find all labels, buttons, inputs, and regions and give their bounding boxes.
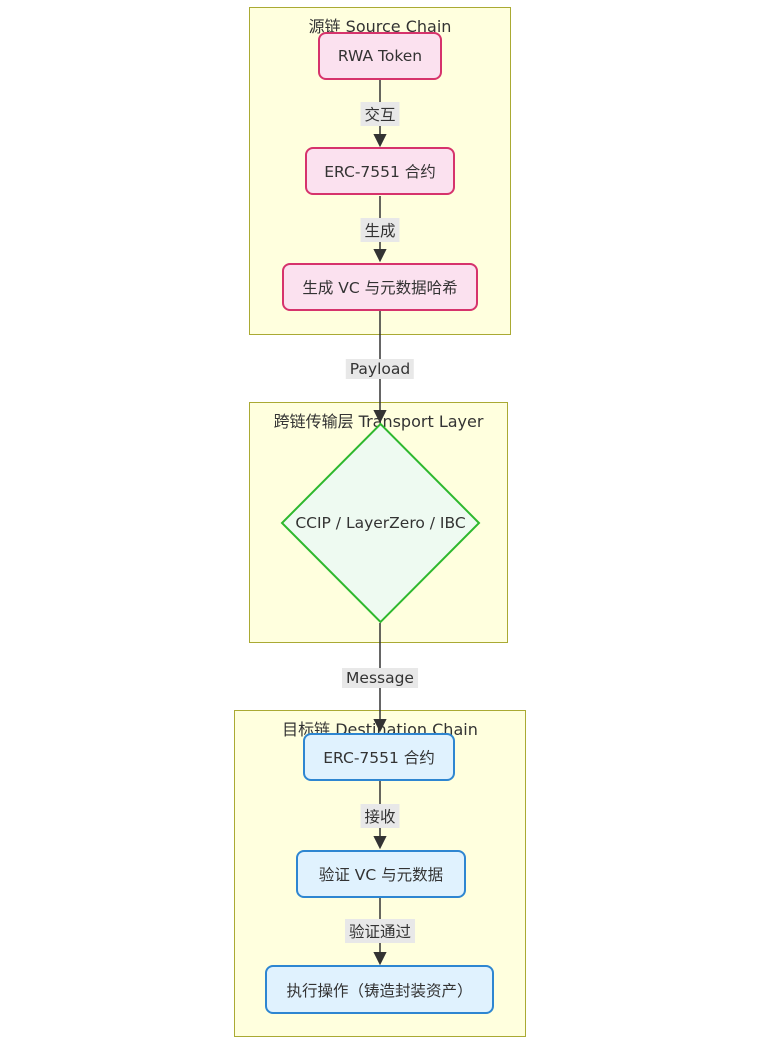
node-rwa-token-label: RWA Token [337, 47, 423, 65]
node-generate-vc: 生成 VC 与元数据哈希 [282, 263, 478, 311]
edge-label-generate: 生成 [360, 218, 400, 242]
diamond-shape [280, 422, 481, 624]
node-dest-erc7551-label: ERC-7551 合约 [323, 749, 435, 767]
edge-label-interact: 交互 [360, 102, 400, 126]
node-bridge-label: CCIP / LayerZero / IBC [295, 514, 466, 532]
node-source-erc7551: ERC-7551 合约 [305, 147, 455, 195]
node-verify-vc-label: 验证 VC 与元数据 [318, 866, 444, 884]
node-rwa-token: RWA Token [318, 32, 442, 80]
node-verify-vc: 验证 VC 与元数据 [296, 850, 466, 898]
edge-label-verified: 验证通过 [344, 919, 416, 943]
node-execute-label: 执行操作（铸造封装资产） [286, 981, 473, 1000]
edge-label-receive: 接收 [360, 804, 400, 828]
node-dest-erc7551: ERC-7551 合约 [303, 733, 455, 781]
node-bridge: CCIP / LayerZero / IBC [280, 422, 481, 624]
node-execute: 执行操作（铸造封装资产） [265, 965, 494, 1014]
subgraph-source-chain-title: 源链 Source Chain [308, 17, 452, 36]
edge-label-message: Message [342, 668, 418, 688]
node-source-erc7551-label: ERC-7551 合约 [324, 163, 436, 181]
edge-label-payload: Payload [345, 359, 415, 379]
node-generate-vc-label: 生成 VC 与元数据哈希 [302, 279, 458, 297]
